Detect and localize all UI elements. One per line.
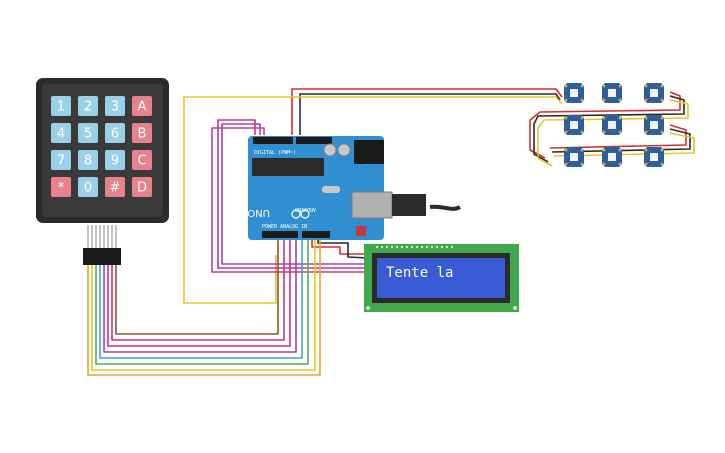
wire-keypad-6[interactable] — [107, 240, 291, 347]
keypad-key-label: C — [137, 154, 146, 169]
keypad-key-3-0[interactable] — [51, 177, 71, 197]
keypad-key-0-0[interactable] — [51, 96, 71, 116]
wire-led-snake-6[interactable] — [553, 132, 695, 157]
lcd-mount-hole-2 — [513, 306, 517, 310]
lcd-screen — [377, 258, 505, 298]
usb-plug[interactable] — [392, 194, 426, 216]
atmega-chip — [252, 158, 324, 176]
keypad-key-3-2[interactable] — [105, 177, 125, 197]
keypad-key-label: # — [110, 181, 121, 196]
neopixel-1[interactable] — [602, 83, 622, 103]
keypad-pin-leads — [87, 225, 117, 250]
keypad-key-1-1[interactable] — [78, 123, 98, 143]
lcd-16x2: Tente la — [364, 244, 519, 312]
keypad-key-label: 5 — [84, 127, 92, 142]
keypad-key-2-1[interactable] — [78, 150, 98, 170]
keypad-key-label: 3 — [111, 100, 119, 115]
neopixel-6[interactable] — [564, 147, 584, 167]
keypad-key-label: 0 — [84, 181, 92, 196]
neopixel-5[interactable] — [644, 115, 664, 135]
keypad-key-label: D — [137, 181, 147, 196]
arduino-silk-top: DIGITAL (PWM~) — [254, 150, 296, 156]
lcd-pins — [376, 246, 453, 248]
keypad-keys: 1 2 3 A 4 5 6 B 7 8 9 C * 0 # D — [51, 96, 152, 197]
arduino-silk-bottom: POWER ANALOG IN — [262, 224, 307, 230]
keypad: 1 2 3 A 4 5 6 B 7 8 9 C * 0 # D — [36, 78, 169, 265]
neopixel-4[interactable] — [602, 115, 622, 135]
wire-black-led-gnd[interactable] — [299, 93, 561, 135]
wire-keypad-1[interactable] — [87, 240, 321, 376]
keypad-header-connector — [83, 248, 121, 265]
keypad-key-label: 7 — [57, 154, 65, 169]
wire-keypad-4[interactable] — [99, 240, 303, 359]
keypad-key-label: 8 — [84, 154, 92, 169]
wire-led-snake-4[interactable] — [549, 124, 687, 149]
keypad-key-label: 9 — [111, 154, 119, 169]
wire-led-snake-2[interactable] — [533, 95, 685, 163]
arduino-logo-icon — [291, 209, 310, 219]
neopixel-7[interactable] — [602, 147, 622, 167]
lcd-mount-hole-1 — [366, 306, 370, 310]
arduino-label-uno: UNO — [247, 207, 270, 218]
wire-keypad-7[interactable] — [111, 240, 285, 341]
digital-header-1 — [253, 137, 293, 144]
analog-header — [302, 231, 330, 238]
keypad-key-1-0[interactable] — [51, 123, 71, 143]
keypad-key-3-1[interactable] — [78, 177, 98, 197]
capacitor-1 — [323, 143, 337, 157]
keypad-key-label: B — [138, 127, 147, 142]
power-jack[interactable] — [354, 140, 384, 164]
neopixel-3[interactable] — [564, 115, 584, 135]
arduino-uno: UNO ARDUINO DIGITAL (PWM~) POWER ANALOG … — [247, 136, 426, 240]
keypad-key-label: 1 — [57, 100, 65, 115]
keypad-key-0-3[interactable] — [132, 96, 152, 116]
usb-cable[interactable] — [429, 204, 462, 211]
wire-magenta-lcd-3[interactable] — [211, 127, 368, 273]
neopixel-0[interactable] — [564, 83, 584, 103]
arduino-brand: ARDUINO — [295, 206, 316, 212]
neopixel-8[interactable] — [644, 147, 664, 167]
wire-led-snake-1[interactable] — [529, 91, 681, 159]
reset-button[interactable] — [356, 226, 366, 236]
wires — [87, 88, 695, 376]
wire-keypad-8[interactable] — [115, 240, 279, 335]
digital-header-2 — [296, 137, 332, 144]
wire-keypad-5[interactable] — [103, 240, 297, 353]
wire-keypad-2[interactable] — [91, 240, 316, 371]
wire-keypad-3[interactable] — [95, 240, 309, 365]
capacitor-2 — [337, 143, 351, 157]
keypad-key-2-2[interactable] — [105, 150, 125, 170]
keypad-key-label: * — [58, 181, 65, 196]
keypad-key-label: 6 — [111, 127, 119, 142]
keypad-key-label: A — [138, 100, 147, 115]
usb-port[interactable] — [351, 191, 393, 219]
neopixel-2[interactable] — [644, 83, 664, 103]
crystal — [322, 186, 340, 193]
wire-red-led-power[interactable] — [291, 88, 563, 135]
lcd-text: Tente la — [386, 265, 453, 281]
wire-led-snake-3[interactable] — [537, 99, 689, 167]
keypad-key-label: 4 — [57, 127, 65, 142]
keypad-key-2-3[interactable] — [132, 150, 152, 170]
keypad-key-3-3[interactable] — [132, 177, 152, 197]
keypad-key-label: 2 — [84, 100, 92, 115]
power-header — [262, 231, 298, 238]
wire-yellow-led-data[interactable] — [183, 96, 563, 304]
neopixel-array — [564, 83, 664, 167]
keypad-key-0-1[interactable] — [78, 96, 98, 116]
keypad-key-1-3[interactable] — [132, 123, 152, 143]
keypad-key-2-0[interactable] — [51, 150, 71, 170]
keypad-key-0-2[interactable] — [105, 96, 125, 116]
keypad-key-1-2[interactable] — [105, 123, 125, 143]
